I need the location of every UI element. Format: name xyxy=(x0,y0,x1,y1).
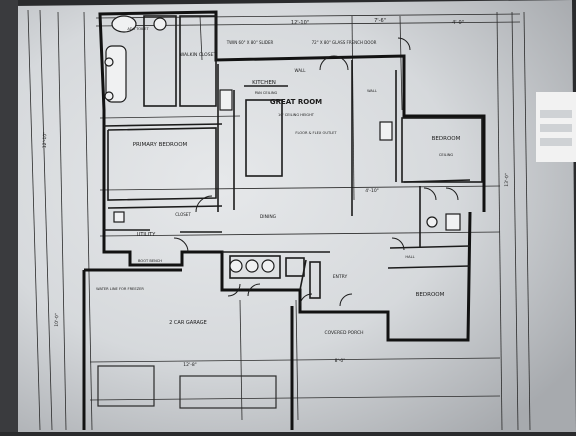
dim-bottom-b: 8'-0" xyxy=(335,358,346,364)
dim-top-b: 7'-6" xyxy=(374,18,386,24)
bezel-left xyxy=(0,0,18,432)
dim-right-a: 13'-0" xyxy=(504,173,510,187)
exterior-walls xyxy=(82,10,486,430)
garage-label: 2 CAR GARAGE xyxy=(169,320,207,326)
wall-label: WALL xyxy=(295,68,307,73)
ceiling-note: CEILING xyxy=(439,153,454,157)
covered-porch-label: COVERED PORCH xyxy=(324,330,363,336)
door-swings xyxy=(173,37,459,307)
french-door-note: 72" X 80" GLASS FRENCH DOOR xyxy=(312,40,377,45)
floor-outlet-note: FLOOR & FLEX OUTLET xyxy=(295,131,337,135)
bedroom-bottom-label: BEDROOM xyxy=(416,292,445,298)
dim-top-a: 12'-10" xyxy=(291,20,309,26)
dimension-lines xyxy=(27,9,531,431)
room-labels: GREAT ROOM KITCHEN PRIMARY BEDROOM BEDRO… xyxy=(96,27,460,336)
dining-label: DINING xyxy=(260,214,277,220)
entry-label: ENTRY xyxy=(333,274,348,280)
interior-walls xyxy=(103,15,483,299)
closet-label: CLOSET xyxy=(175,212,191,217)
wall-note: WALL xyxy=(367,89,377,93)
dim-left-b: 10'-0" xyxy=(54,313,60,327)
dim-bottom-a: 12'-8" xyxy=(183,362,197,368)
utility-label: UTILITY xyxy=(137,232,157,238)
dim-mid-a: 4'-10" xyxy=(365,188,379,194)
bedroom-top-label: BEDROOM xyxy=(432,136,461,142)
fixtures xyxy=(104,15,461,273)
walkin-closet-label: WALKIN CLOSET xyxy=(180,52,217,58)
primary-bedroom-label: PRIMARY BEDROOM xyxy=(133,142,188,148)
dim-left-a: 12'-10" xyxy=(42,132,49,149)
ceiling-height-note: 10' CEILING HEIGHT xyxy=(278,113,315,117)
kitchen-label: KITCHEN xyxy=(252,80,276,86)
great-room-label: GREAT ROOM xyxy=(270,98,322,106)
dimension-labels: 12'-10" 7'-6" 4'-0" 12'-10" 10'-0" 13'-0… xyxy=(42,18,511,368)
dim-top-c: 4'-0" xyxy=(452,20,464,26)
hall-note: HALL xyxy=(405,255,414,259)
ada-toilet-note: ADA TOILET xyxy=(127,27,149,31)
garage-doors xyxy=(97,365,277,409)
slider-note: TWIN 60" X 80" SLIDER xyxy=(226,40,274,45)
pan-ceiling-note: PAN CEILING xyxy=(255,91,278,95)
boot-bench-note: BOOT BENCH xyxy=(138,259,162,263)
water-line-note: WATER LINE FOR FREEZER xyxy=(96,287,144,291)
